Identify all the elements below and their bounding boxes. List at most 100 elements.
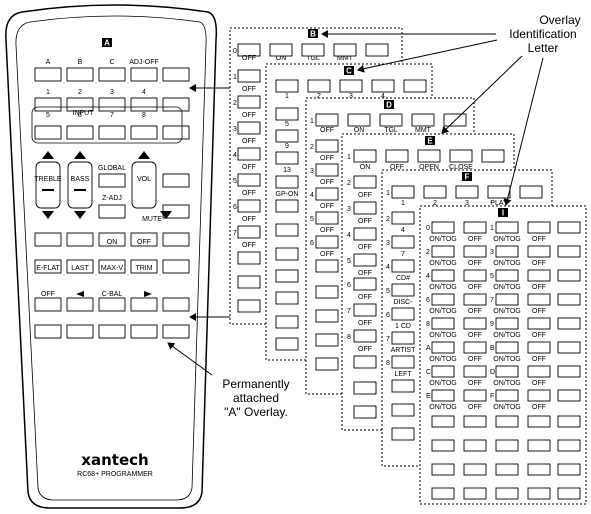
overlay-c-button[interactable] [275,223,299,237]
bass-rocker[interactable] [67,161,93,209]
remote-button[interactable] [34,67,62,82]
overlay-i-button[interactable] [431,341,455,354]
overlay-f-button[interactable] [391,185,415,199]
overlay-d-button[interactable] [315,259,339,273]
overlay-d-button[interactable] [315,309,339,323]
overlay-f-button[interactable] [391,427,415,441]
overlay-c-button[interactable] [275,291,299,305]
overlay-i-button[interactable] [463,221,487,234]
overlay-e-button[interactable] [353,405,377,419]
overlay-i-button[interactable] [495,269,519,282]
overlay-f-button[interactable] [391,403,415,417]
overlay-e-button[interactable] [353,355,377,369]
overlay-b-button[interactable] [237,69,261,83]
overlay-i-button[interactable] [495,389,519,402]
overlay-i-button[interactable] [495,245,519,258]
remote-button[interactable] [98,204,126,219]
overlay-c-button[interactable] [339,79,363,93]
overlay-i-button[interactable] [495,341,519,354]
remote-button[interactable] [66,125,94,140]
overlay-e-button[interactable] [353,277,377,291]
overlay-d-button[interactable] [315,333,339,347]
remote-button[interactable] [130,97,158,112]
treble-rocker[interactable] [35,161,61,209]
overlay-e-button[interactable] [385,149,409,163]
vol-up-icon[interactable] [138,151,150,159]
overlay-i-button[interactable] [495,439,519,452]
overlay-i-button[interactable] [527,269,551,282]
overlay-i-button[interactable] [431,269,455,282]
overlay-i-button[interactable] [463,439,487,452]
overlay-f-button[interactable] [391,259,415,273]
overlay-e-button[interactable] [353,149,377,163]
overlay-b-button[interactable] [237,95,261,109]
overlay-e-button[interactable] [353,227,377,241]
overlay-i-button[interactable] [495,365,519,378]
remote-button[interactable] [130,67,158,82]
overlay-d-button[interactable] [347,113,371,127]
overlay-i-button[interactable] [527,415,551,428]
remote-button[interactable] [98,173,126,188]
remote-button[interactable] [162,67,190,82]
overlay-b-button[interactable] [365,43,389,57]
overlay-c-button[interactable] [403,79,427,93]
overlay-i-button[interactable] [431,245,455,258]
overlay-b-button[interactable] [237,251,261,265]
remote-button[interactable] [66,297,94,312]
overlay-i-button[interactable] [463,365,487,378]
overlay-b-button[interactable] [237,147,261,161]
remote-button[interactable] [98,297,126,312]
overlay-i-button[interactable] [495,463,519,476]
overlay-c-button[interactable] [275,107,299,121]
overlay-i-button[interactable] [557,293,581,306]
overlay-i-button[interactable] [557,221,581,234]
overlay-e-button[interactable] [353,329,377,343]
overlay-c-button[interactable] [275,79,299,93]
overlay-c-button[interactable] [275,151,299,165]
overlay-f-button[interactable] [391,211,415,225]
remote-button[interactable] [66,232,94,247]
overlay-i-button[interactable] [463,389,487,402]
overlay-i-button[interactable] [527,317,551,330]
overlay-i-button[interactable] [557,365,581,378]
overlay-e-button[interactable] [449,149,473,163]
overlay-d-button[interactable] [315,357,339,371]
overlay-i-button[interactable] [557,389,581,402]
overlay-i-button[interactable] [463,341,487,354]
overlay-b-button[interactable] [237,299,261,313]
overlay-i-button[interactable] [463,463,487,476]
overlay-i-button[interactable] [463,293,487,306]
overlay-i-button[interactable] [527,221,551,234]
overlay-i-button[interactable] [527,487,551,500]
remote-button[interactable] [130,232,158,247]
overlay-c-button[interactable] [275,337,299,351]
overlay-i-button[interactable] [557,269,581,282]
vol-rocker[interactable] [131,161,157,209]
overlay-d-button[interactable] [315,163,339,177]
remote-button[interactable] [162,173,190,188]
overlay-i-button[interactable] [431,439,455,452]
overlay-b-button[interactable] [301,43,325,57]
overlay-b-button[interactable] [237,225,261,239]
overlay-d-button[interactable] [379,113,403,127]
overlay-i-button[interactable] [557,487,581,500]
overlay-i-button[interactable] [527,463,551,476]
treble-down-icon[interactable] [42,211,54,219]
overlay-i-button[interactable] [495,221,519,234]
overlay-d-button[interactable] [315,235,339,249]
overlay-e-button[interactable] [353,253,377,267]
remote-button[interactable] [66,324,94,339]
overlay-i-button[interactable] [463,415,487,428]
remote-button[interactable] [162,324,190,339]
remote-button[interactable] [34,297,62,312]
overlay-b-button[interactable] [269,43,293,57]
overlay-i-button[interactable] [495,487,519,500]
remote-button[interactable] [34,324,62,339]
remote-button[interactable] [66,259,94,274]
overlay-c-button[interactable] [275,175,299,189]
overlay-d-button[interactable] [315,139,339,153]
overlay-f-button[interactable] [391,283,415,297]
overlay-d-button[interactable] [315,211,339,225]
overlay-i-button[interactable] [495,293,519,306]
overlay-e-button[interactable] [353,201,377,215]
